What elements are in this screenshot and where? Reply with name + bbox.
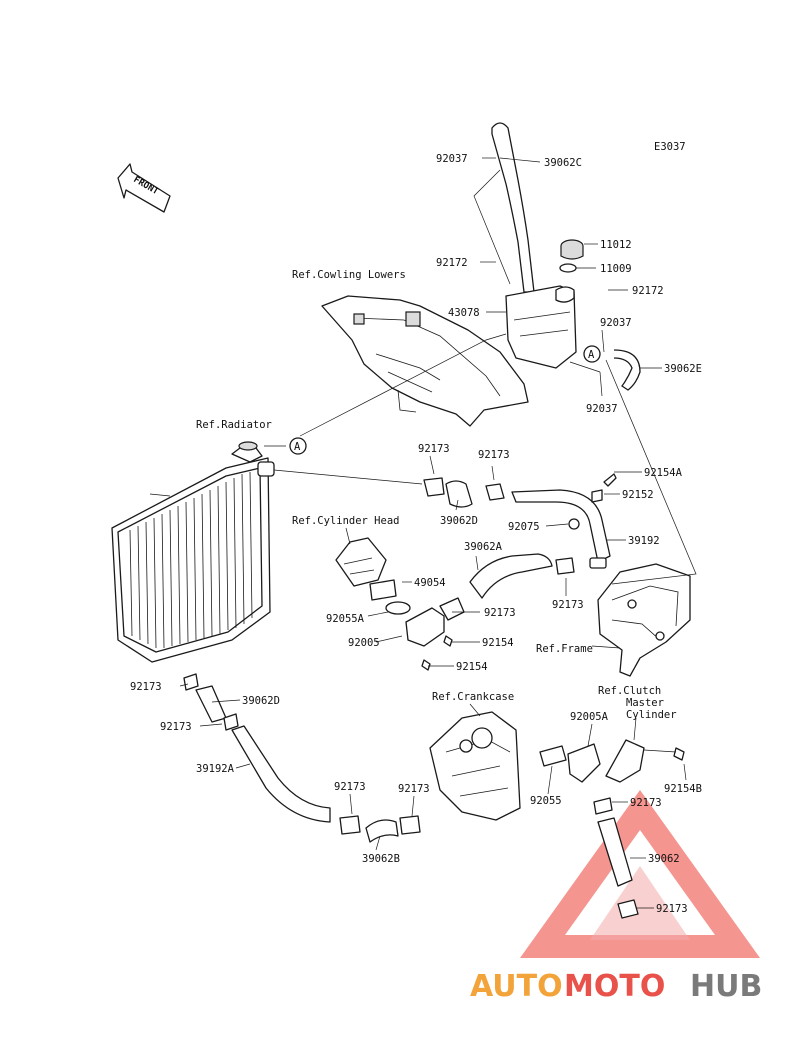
thermostat-49054 xyxy=(369,579,411,615)
part-label: 92173 xyxy=(630,797,662,809)
part-label: 39062D xyxy=(242,695,280,707)
leader-lines xyxy=(149,157,697,909)
svg-text:A: A xyxy=(588,349,595,361)
part-label: 92173 xyxy=(130,681,162,693)
lower-hose-39062d xyxy=(183,673,239,731)
watermark-part1: AUTO xyxy=(470,969,563,1004)
part-label: 92055A xyxy=(326,613,365,625)
water-pipe-39192 xyxy=(511,489,611,569)
part-label: 92173 xyxy=(484,607,516,619)
connector-a-marker: A A xyxy=(289,345,601,455)
part-label: 39062C xyxy=(544,157,582,169)
ref-frame-label: Ref.Frame xyxy=(536,643,593,655)
pipe-39192a xyxy=(231,725,331,823)
svg-text:A: A xyxy=(294,441,301,453)
part-label: 92154 xyxy=(456,661,488,673)
part-label: 39062 xyxy=(648,853,680,865)
part-label: 92173 xyxy=(418,443,450,455)
part-label: 39062D xyxy=(440,515,478,527)
part-label: 92172 xyxy=(436,257,468,269)
part-label: 92154 xyxy=(482,637,514,649)
coolant-reservoir-tank xyxy=(505,285,577,369)
hose-39062b xyxy=(339,815,421,843)
frame-ref xyxy=(597,563,691,677)
ref-radiator-label: Ref.Radiator xyxy=(196,419,272,431)
part-label: 11009 xyxy=(600,263,632,275)
part-label: 92172 xyxy=(632,285,664,297)
part-label: 92037 xyxy=(436,153,468,165)
part-label: 92154A xyxy=(644,467,683,479)
part-label: 92154B xyxy=(664,783,702,795)
clutch-master-ref xyxy=(605,739,645,783)
cylinder-head-ref xyxy=(335,537,387,587)
reservoir-overflow-hose xyxy=(491,122,535,293)
part-label: 92173 xyxy=(656,903,688,915)
part-label: 92005 xyxy=(348,637,380,649)
watermark-part3: HUB xyxy=(690,969,762,1004)
part-number-labels: 92037 39062C 11012 11009 92172 92172 430… xyxy=(130,153,702,915)
ref-clutch-label-2: Master xyxy=(626,697,664,709)
part-label: 39062E xyxy=(664,363,702,375)
water-pump-cover-92005a xyxy=(567,743,601,783)
diagram-code: E3037 xyxy=(654,141,686,153)
reservoir-return-hose xyxy=(613,349,641,391)
grommet-92152 xyxy=(591,489,603,503)
part-label: 92055 xyxy=(530,795,562,807)
oring-92075 xyxy=(568,518,580,530)
ref-crankcase-label: Ref.Crankcase xyxy=(432,691,514,703)
watermark-part2: MOTO xyxy=(564,969,665,1004)
part-label: 43078 xyxy=(448,307,480,319)
part-label: 92037 xyxy=(600,317,632,329)
gasket-92055 xyxy=(539,745,567,767)
part-label: 92173 xyxy=(398,783,430,795)
bolt-92154b xyxy=(673,747,685,761)
watermark-logo-triangle xyxy=(520,790,760,958)
part-label: 92037 xyxy=(586,403,618,415)
watermark-text: AUTO MOTO HUB xyxy=(470,969,762,1004)
part-label: 92075 xyxy=(508,521,540,533)
thermostat-housing-92005 xyxy=(405,597,465,647)
part-label: 39062A xyxy=(464,541,503,553)
bolt-92154-b xyxy=(421,659,431,671)
part-label: 92173 xyxy=(552,599,584,611)
part-label: 11012 xyxy=(600,239,632,251)
part-label: 39062B xyxy=(362,853,400,865)
part-label: 92152 xyxy=(622,489,654,501)
ref-cylinder-head-label: Ref.Cylinder Head xyxy=(292,515,399,527)
hose-39062a xyxy=(469,553,553,599)
crankcase-ref xyxy=(429,711,521,821)
ref-clutch-label-1: Ref.Clutch xyxy=(598,685,661,697)
clamp-upper xyxy=(555,557,575,575)
front-arrow-icon: FRONT xyxy=(117,163,171,213)
part-label: 92005A xyxy=(570,711,609,723)
reservoir-cap xyxy=(560,239,584,260)
part-label: 49054 xyxy=(414,577,446,589)
bolt-92154-a xyxy=(443,635,453,647)
radiator-ref xyxy=(111,441,275,663)
cap-seal xyxy=(559,263,577,273)
part-label: 39192A xyxy=(196,763,235,775)
hose-39062 xyxy=(593,797,639,919)
ref-cowling-lowers-label: Ref.Cowling Lowers xyxy=(292,269,406,281)
part-label: 92173 xyxy=(160,721,192,733)
part-label: 39192 xyxy=(628,535,660,547)
upper-hose-39062d xyxy=(423,477,505,508)
ref-clutch-label-3: Cylinder xyxy=(626,709,677,721)
bolt-92154a xyxy=(603,473,617,487)
part-label: 92173 xyxy=(478,449,510,461)
cowling-lowers-ref xyxy=(321,295,529,427)
part-label: 92173 xyxy=(334,781,366,793)
